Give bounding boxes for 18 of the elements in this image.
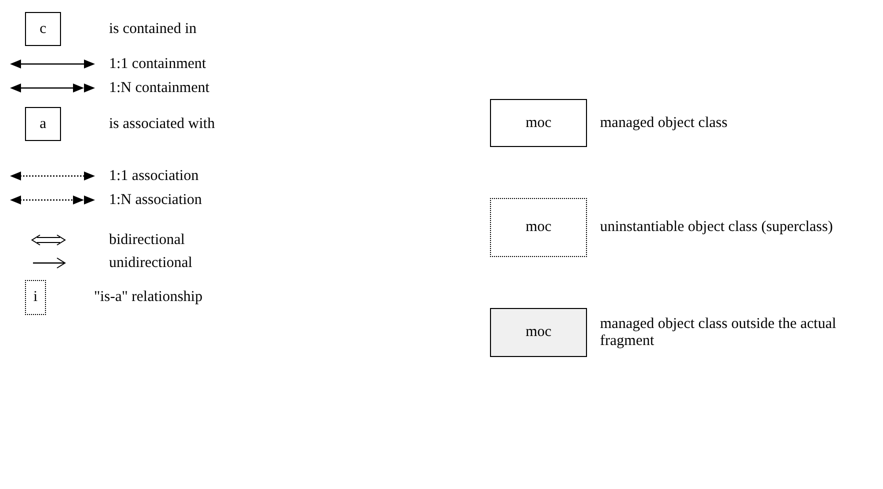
description-text: is contained in bbox=[109, 20, 198, 38]
symbol-box: c bbox=[25, 12, 61, 46]
class-box: moc bbox=[490, 198, 587, 257]
legend-text: 1:1 association bbox=[109, 168, 199, 184]
class-box: moc bbox=[490, 308, 587, 357]
legend-text: 1:N association bbox=[109, 192, 202, 208]
symbol-box: a bbox=[25, 107, 61, 141]
legend-text: unidirectional bbox=[109, 254, 192, 272]
legend-text: 1:1 containment bbox=[109, 56, 206, 72]
symbol-box: i bbox=[25, 280, 46, 315]
description-text: is associated with bbox=[109, 116, 216, 132]
description-text: managed object class bbox=[600, 114, 728, 132]
legend-text: bidirectional bbox=[109, 232, 185, 248]
description-text: uninstantiable object class (superclass) bbox=[600, 219, 834, 236]
legend-text: 1:N containment bbox=[109, 80, 210, 96]
description-text: "is-a" relationship bbox=[94, 289, 204, 306]
class-box: moc bbox=[490, 99, 587, 147]
description-text: managed object class outside the actual fragment bbox=[600, 316, 838, 350]
